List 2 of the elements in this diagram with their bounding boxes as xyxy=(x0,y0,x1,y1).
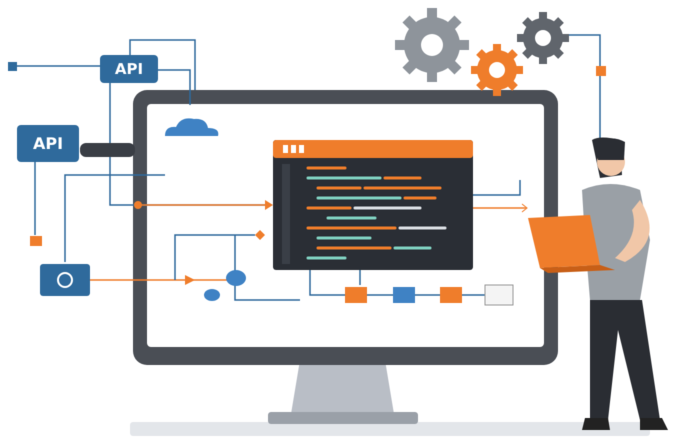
api-label-box: API xyxy=(17,125,79,162)
api-label-box: API xyxy=(100,55,158,83)
